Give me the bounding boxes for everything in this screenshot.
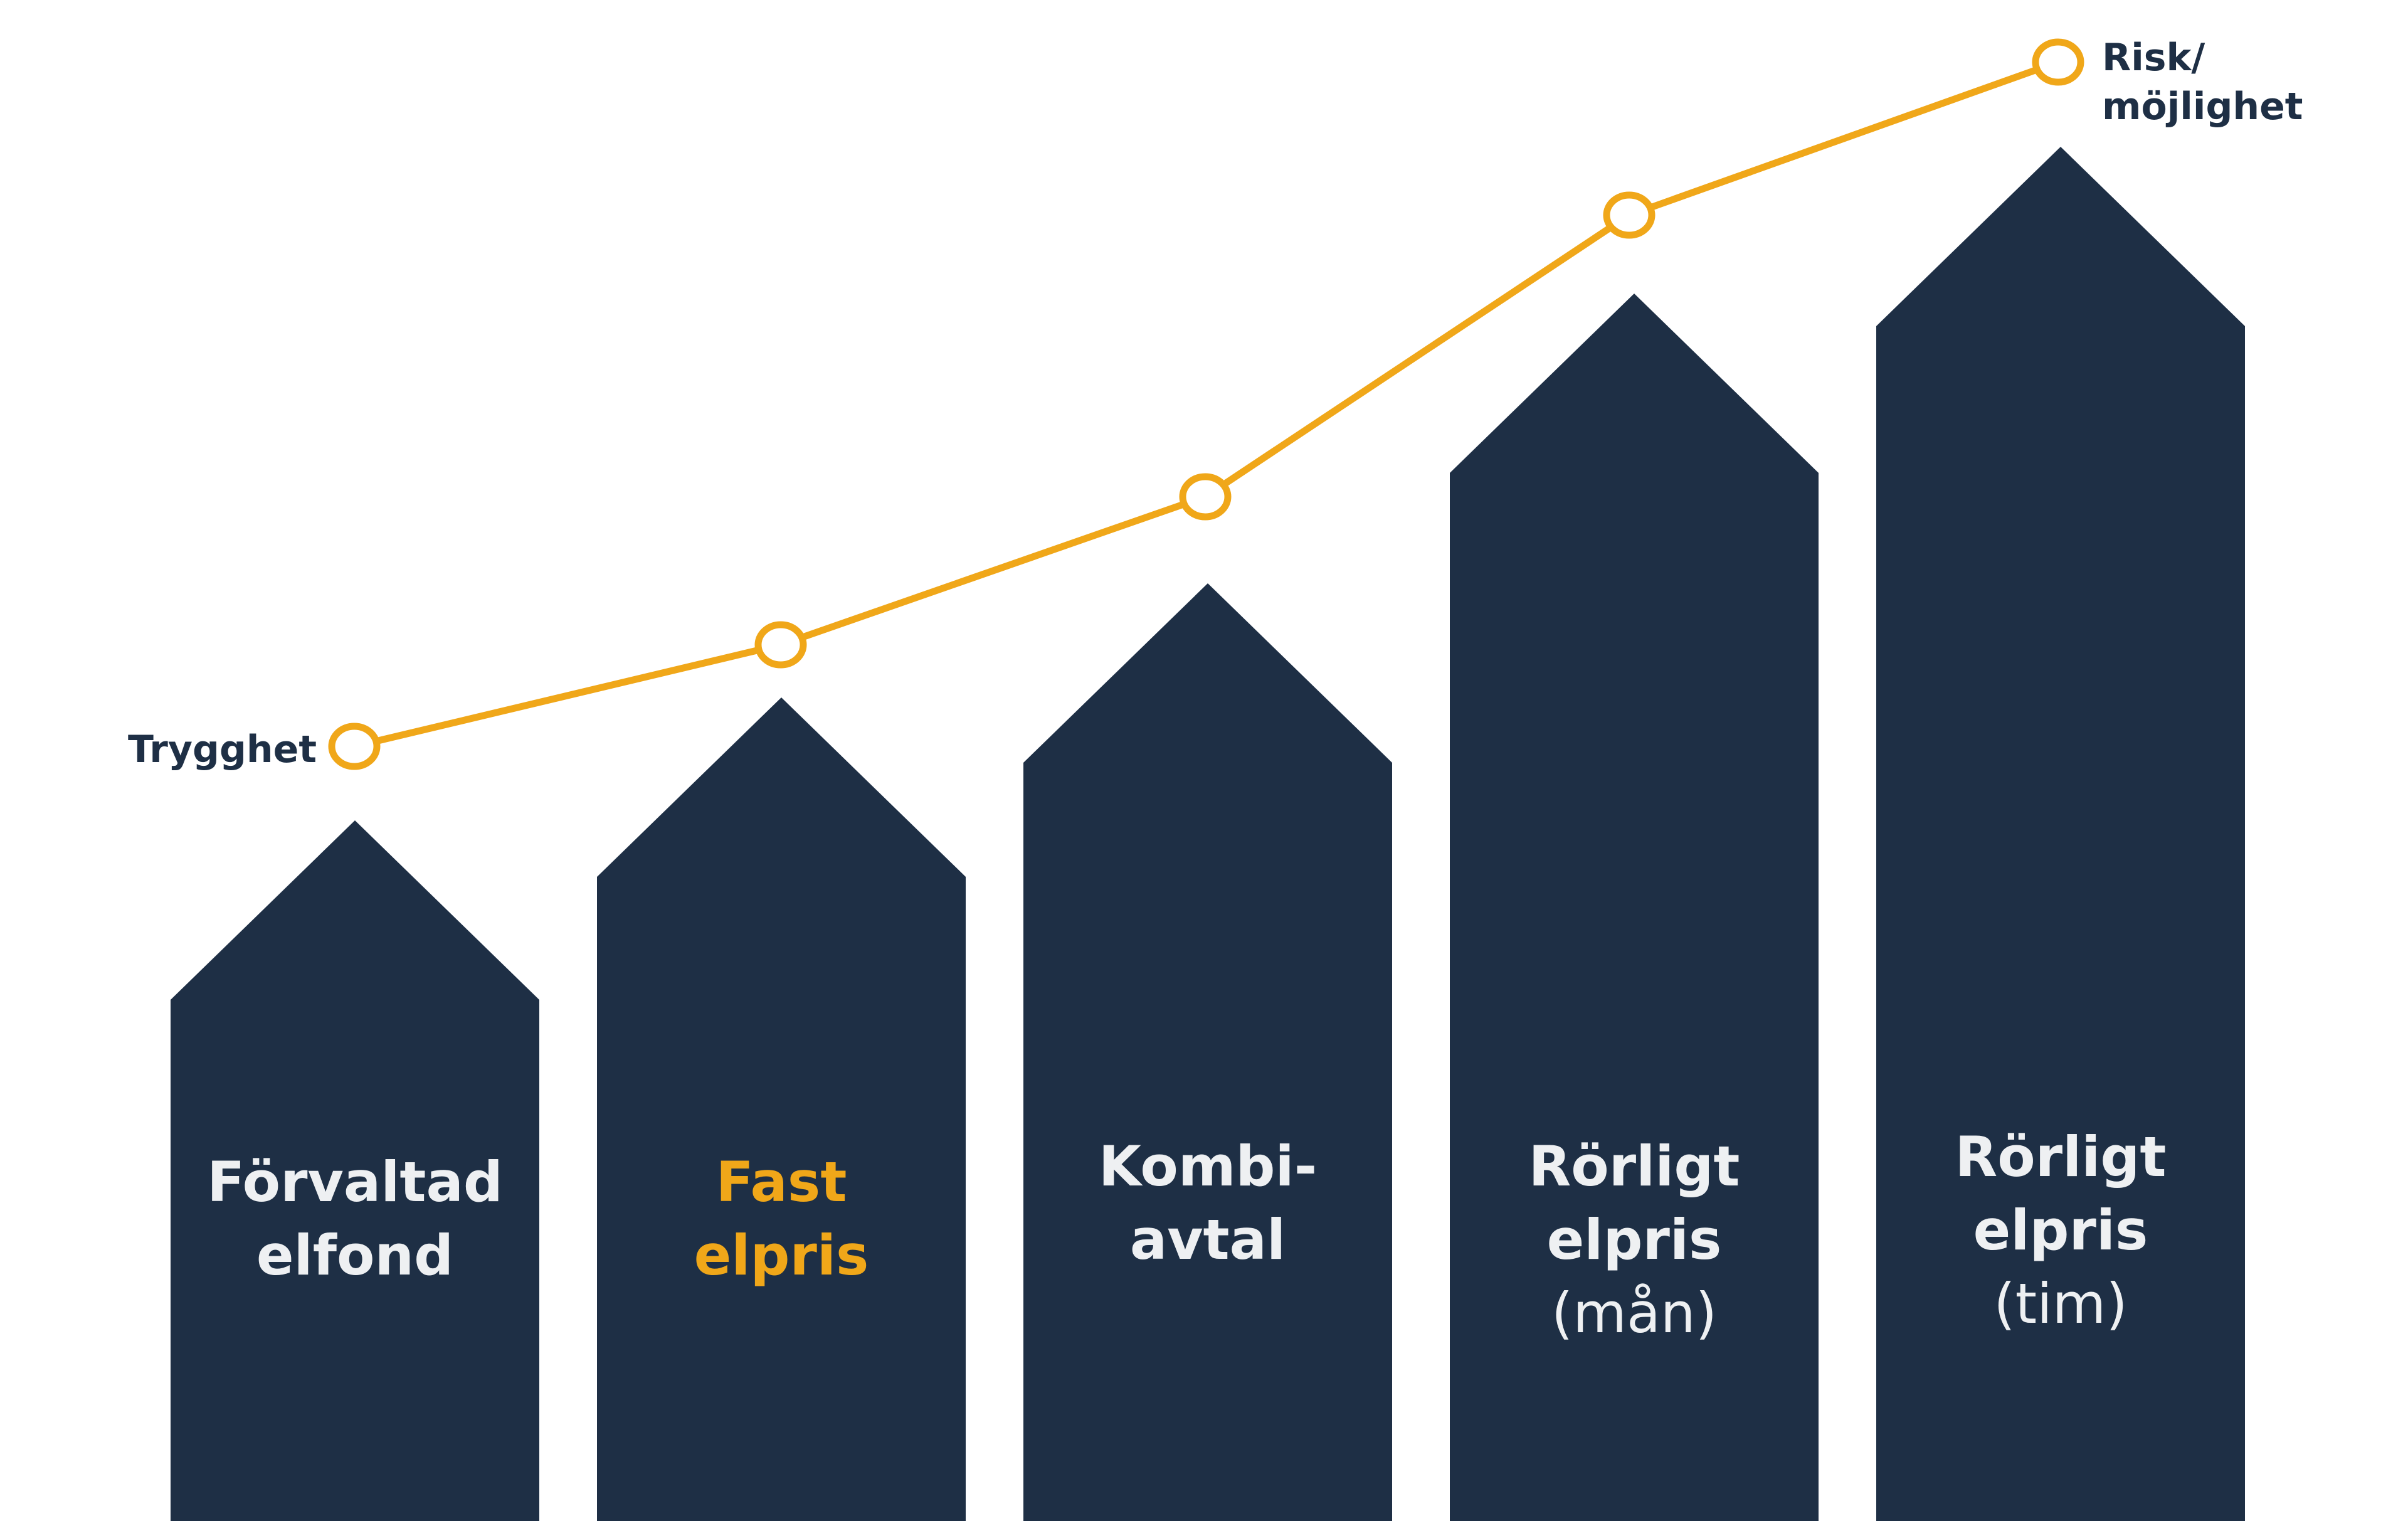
arrow-label-line: elpris xyxy=(1973,1198,2148,1263)
arrow-label: Rörligt elpris (mån) xyxy=(1528,1134,1740,1345)
arrow-4: Rörligt elpris (mån) xyxy=(1450,294,1819,1521)
end-label-risk-mojlighet: Risk/ möjlighet xyxy=(2102,36,2303,129)
arrow-label-line: (tim) xyxy=(1993,1271,2127,1336)
arrow-5: Rörligt elpris (tim) xyxy=(1876,147,2245,1521)
arrow-label-line: avtal xyxy=(1130,1207,1286,1272)
trend-markers xyxy=(328,38,2084,770)
arrow-label-line: Kombi- xyxy=(1099,1134,1317,1199)
arrow-label-line: Fast xyxy=(716,1150,847,1214)
arrow-2: Fast elpris xyxy=(597,697,966,1521)
trend-marker-2 xyxy=(754,621,807,669)
trend-marker-5 xyxy=(2032,38,2084,86)
end-label-line-2: möjlighet xyxy=(2102,85,2303,129)
arrow-shape xyxy=(597,697,966,1521)
arrow-shape xyxy=(1450,294,1819,1521)
arrow-3: Kombi-avtal xyxy=(1023,583,1392,1521)
arrow-label-line: Förvaltad xyxy=(207,1150,503,1214)
arrow-label-line: (mån) xyxy=(1551,1281,1717,1345)
trend-marker-3 xyxy=(1179,473,1232,521)
arrow-label-line: Rörligt xyxy=(1528,1134,1740,1199)
arrow-shape xyxy=(1876,147,2245,1521)
arrows-group: Förvaltad elfond Fast elpris Kombi-avtal Rörl… xyxy=(171,147,2245,1521)
trend-marker-1 xyxy=(328,723,381,770)
arrow-label: Fast elpris xyxy=(694,1150,869,1288)
trend-group xyxy=(328,38,2084,770)
arrow-label: Förvaltad elfond xyxy=(207,1150,503,1288)
arrow-1: Förvaltad elfond xyxy=(171,820,539,1521)
arrow-shape xyxy=(171,820,539,1521)
end-label-line-1: Risk/ xyxy=(2102,36,2205,80)
arrow-shape xyxy=(1023,583,1392,1521)
arrow-label: Rörligt elpris (tim) xyxy=(1955,1125,2166,1336)
arrow-label-line: elpris xyxy=(694,1223,869,1288)
start-label-trygghet: Trygghet xyxy=(128,728,317,771)
arrow-label-line: elfond xyxy=(256,1223,453,1288)
arrow-label-line: elpris xyxy=(1547,1207,1722,1272)
arrow-label-line: Rörligt xyxy=(1955,1125,2166,1189)
trend-marker-4 xyxy=(1603,191,1656,239)
arrow-label: Kombi-avtal xyxy=(1099,1134,1317,1272)
